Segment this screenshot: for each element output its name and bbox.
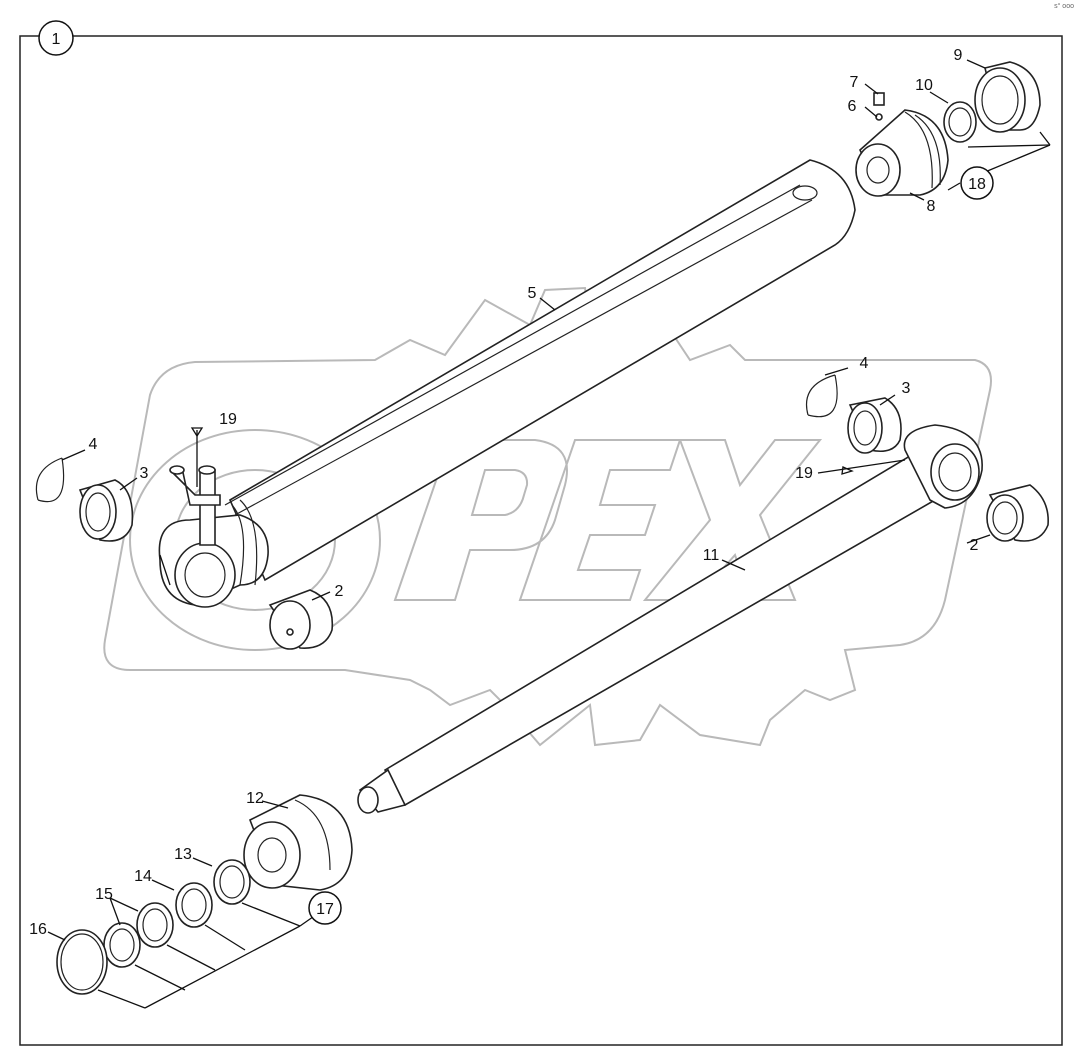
corner-mark: s° ooo: [1054, 3, 1074, 10]
diagram-frame: [19, 35, 1063, 1046]
label-11: 11: [703, 547, 720, 564]
label-13: 13: [174, 846, 192, 863]
label-14: 14: [134, 868, 152, 885]
label-8: 8: [927, 198, 936, 215]
callout-18: 18: [968, 176, 986, 193]
watermark-logo-opex: [129, 429, 823, 651]
watermark-gear: [103, 286, 992, 747]
cylinder-head: [855, 92, 949, 197]
piston-rod: [357, 424, 983, 814]
label-4-left: 4: [89, 436, 98, 453]
label-16: 16: [29, 921, 47, 938]
callout-18-circle: [960, 166, 994, 200]
label-3-left: 3: [140, 465, 149, 482]
seal-set-upper: [943, 61, 1041, 143]
callout-17: 17: [316, 901, 334, 918]
cylinder-barrel: [158, 159, 856, 608]
label-2-right: 2: [970, 537, 979, 554]
label-4-right: 4: [860, 355, 869, 372]
label-15: 15: [95, 886, 113, 903]
bearing-set-left: [35, 457, 334, 650]
piston: [243, 794, 353, 891]
bearing-set-right: [806, 374, 1049, 542]
frame-number: 1: [52, 31, 61, 48]
label-6: 6: [848, 98, 857, 115]
label-3-right: 3: [902, 380, 911, 397]
label-2-left: 2: [335, 583, 344, 600]
frame-number-circle: [38, 20, 74, 56]
label-12: 12: [246, 790, 264, 807]
seal-set-lower: [56, 859, 251, 995]
label-9: 9: [954, 47, 963, 64]
label-7: 7: [850, 74, 859, 91]
callout-17-circle: [308, 891, 342, 925]
label-19-left: 19: [219, 411, 237, 428]
label-10: 10: [915, 77, 933, 94]
label-19-right: 19: [795, 465, 813, 482]
label-5: 5: [528, 285, 537, 302]
